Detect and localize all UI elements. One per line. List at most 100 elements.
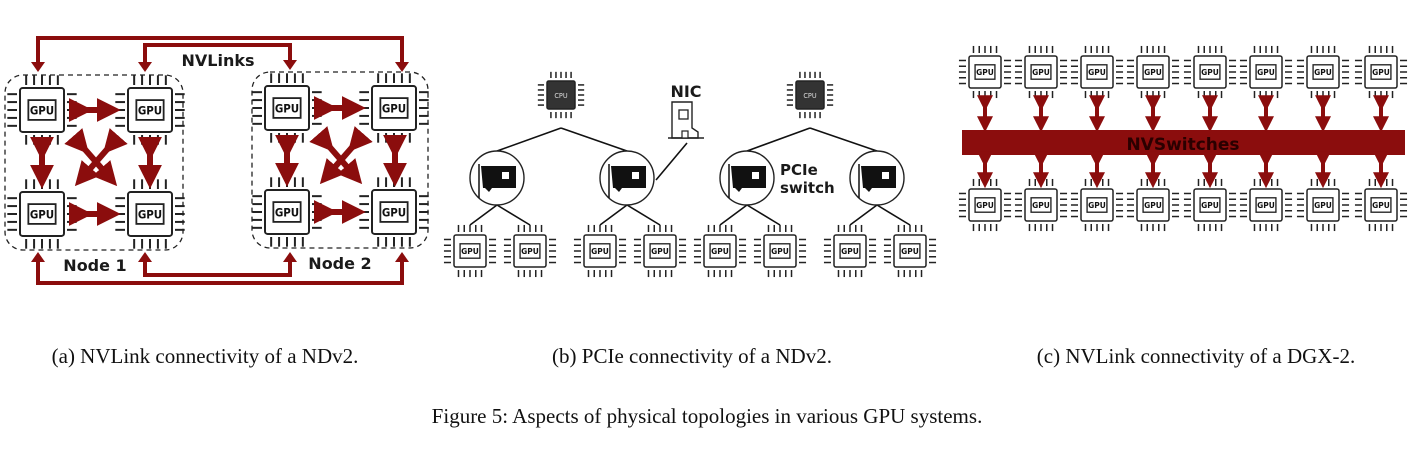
gpu-chip: GPU [1183, 45, 1237, 99]
gpu-label: GPU [651, 246, 669, 256]
gpu-chip: GPU [823, 224, 877, 278]
chip-label-frame [379, 201, 409, 223]
gpu-label: GPU [30, 103, 54, 117]
chip-body [968, 55, 1002, 89]
node1-boundary [4, 74, 184, 251]
chip-body [127, 191, 173, 237]
gpu-chip: GPU [1239, 45, 1293, 99]
chip-body [546, 80, 576, 110]
chip-label-frame [839, 243, 861, 259]
arrow-head-up [31, 252, 45, 262]
nvlink-bottom-inner [143, 256, 292, 277]
gpu-chip: GPU [1126, 45, 1180, 99]
chip-label-frame [27, 203, 57, 225]
chip-body [763, 234, 797, 268]
arrow-head-up [283, 252, 297, 262]
gpu-chip: GPU [1354, 178, 1408, 232]
gpu-chip: GPU [503, 224, 557, 278]
gpu-chip: GPU [1354, 45, 1408, 99]
gpu-label: GPU [1314, 67, 1332, 77]
gpu-label: GPU [1032, 67, 1050, 77]
chip-body [19, 87, 65, 133]
chip-label-frame [1255, 64, 1277, 80]
chip-label-frame [769, 243, 791, 259]
arrow-head-down [395, 62, 409, 72]
chip-label-frame [649, 243, 671, 259]
chip-body [1024, 188, 1058, 222]
pcie-link [746, 127, 811, 152]
gpu-chip: GPU [115, 75, 185, 145]
nvswitches-label: NVSwitches [1126, 135, 1239, 155]
chip-body [1024, 55, 1058, 89]
chip-body [1364, 188, 1398, 222]
nic-link [655, 142, 688, 181]
gpu-chip: GPU [1296, 178, 1350, 232]
arrow-head-down [283, 60, 297, 70]
pcie-card-chip [882, 172, 889, 179]
gpu-chip: GPU [359, 177, 429, 247]
gpu-label: GPU [1372, 67, 1390, 77]
chip-label-frame [589, 243, 611, 259]
gpu-chip: GPU [1183, 178, 1237, 232]
pcie-link [719, 204, 748, 226]
gpu-label: GPU [138, 207, 162, 221]
gpu-chip: GPU [1070, 178, 1124, 232]
chip-label-frame [1142, 197, 1164, 213]
gpu-chip: GPU [7, 179, 77, 249]
gpu-chip: GPU [1070, 45, 1124, 99]
nic-label: NIC [670, 82, 701, 101]
pcie-link [469, 204, 498, 226]
node1-label: Node 1 [63, 256, 126, 275]
gpu-label: GPU [1088, 67, 1106, 77]
node2-label: Node 2 [308, 254, 371, 273]
chip-body [1136, 188, 1170, 222]
chip-label-frame [1370, 64, 1392, 80]
gpu-label: GPU [591, 246, 609, 256]
pcie-link [496, 127, 562, 152]
gpu-label: GPU [382, 101, 406, 115]
chip-body [893, 234, 927, 268]
chip-body [19, 191, 65, 237]
gpu-chip: GPU [359, 73, 429, 143]
caption-a: (a) NVLink connectivity of a NDv2. [51, 344, 359, 368]
chip-label-frame [135, 99, 165, 121]
gpu-label: GPU [1032, 200, 1050, 210]
chip-label-frame [272, 97, 302, 119]
gpu-label: GPU [976, 200, 994, 210]
gpu-label: GPU [1257, 200, 1275, 210]
double-arrow [319, 126, 373, 185]
gpu-label: GPU [1257, 67, 1275, 77]
gpu-chip: GPU [693, 224, 747, 278]
panel-c-nvlink-dgx2: NVSwitchesGPUGPUGPUGPUGPUGPUGPUGPUGPUGPU… [958, 45, 1408, 232]
arrow-head-up [395, 252, 409, 262]
arrow-head-down [31, 62, 45, 72]
cpu-label: CPU [554, 91, 568, 100]
pcie-link [496, 204, 531, 226]
chip-label-frame [1312, 64, 1334, 80]
gpu-chip: GPU [1296, 45, 1350, 99]
chip-body [1080, 188, 1114, 222]
gpu-chip: GPU [252, 73, 322, 143]
gpu-chip: GPU [958, 178, 1012, 232]
pcie-link [876, 204, 911, 226]
cpu-chip: CPU [537, 71, 585, 119]
gpu-label: GPU [1144, 200, 1162, 210]
gpu-chip: GPU [115, 179, 185, 249]
chip-body [371, 189, 417, 235]
gpu-chip: GPU [1014, 178, 1068, 232]
pcie-link [599, 204, 628, 226]
gpu-label: GPU [1201, 200, 1219, 210]
chip-body [264, 189, 310, 235]
chip-label-frame [1312, 197, 1334, 213]
pcie-link [560, 127, 628, 152]
arrow-head-up [138, 252, 152, 262]
chip-body [643, 234, 677, 268]
pcie-switch [849, 150, 905, 206]
chip-body [127, 87, 173, 133]
gpu-label: GPU [461, 246, 479, 256]
chip-label-frame [27, 99, 57, 121]
nvlink-top-inner [143, 43, 292, 68]
caption-c: (c) NVLink connectivity of a DGX-2. [1036, 344, 1356, 368]
